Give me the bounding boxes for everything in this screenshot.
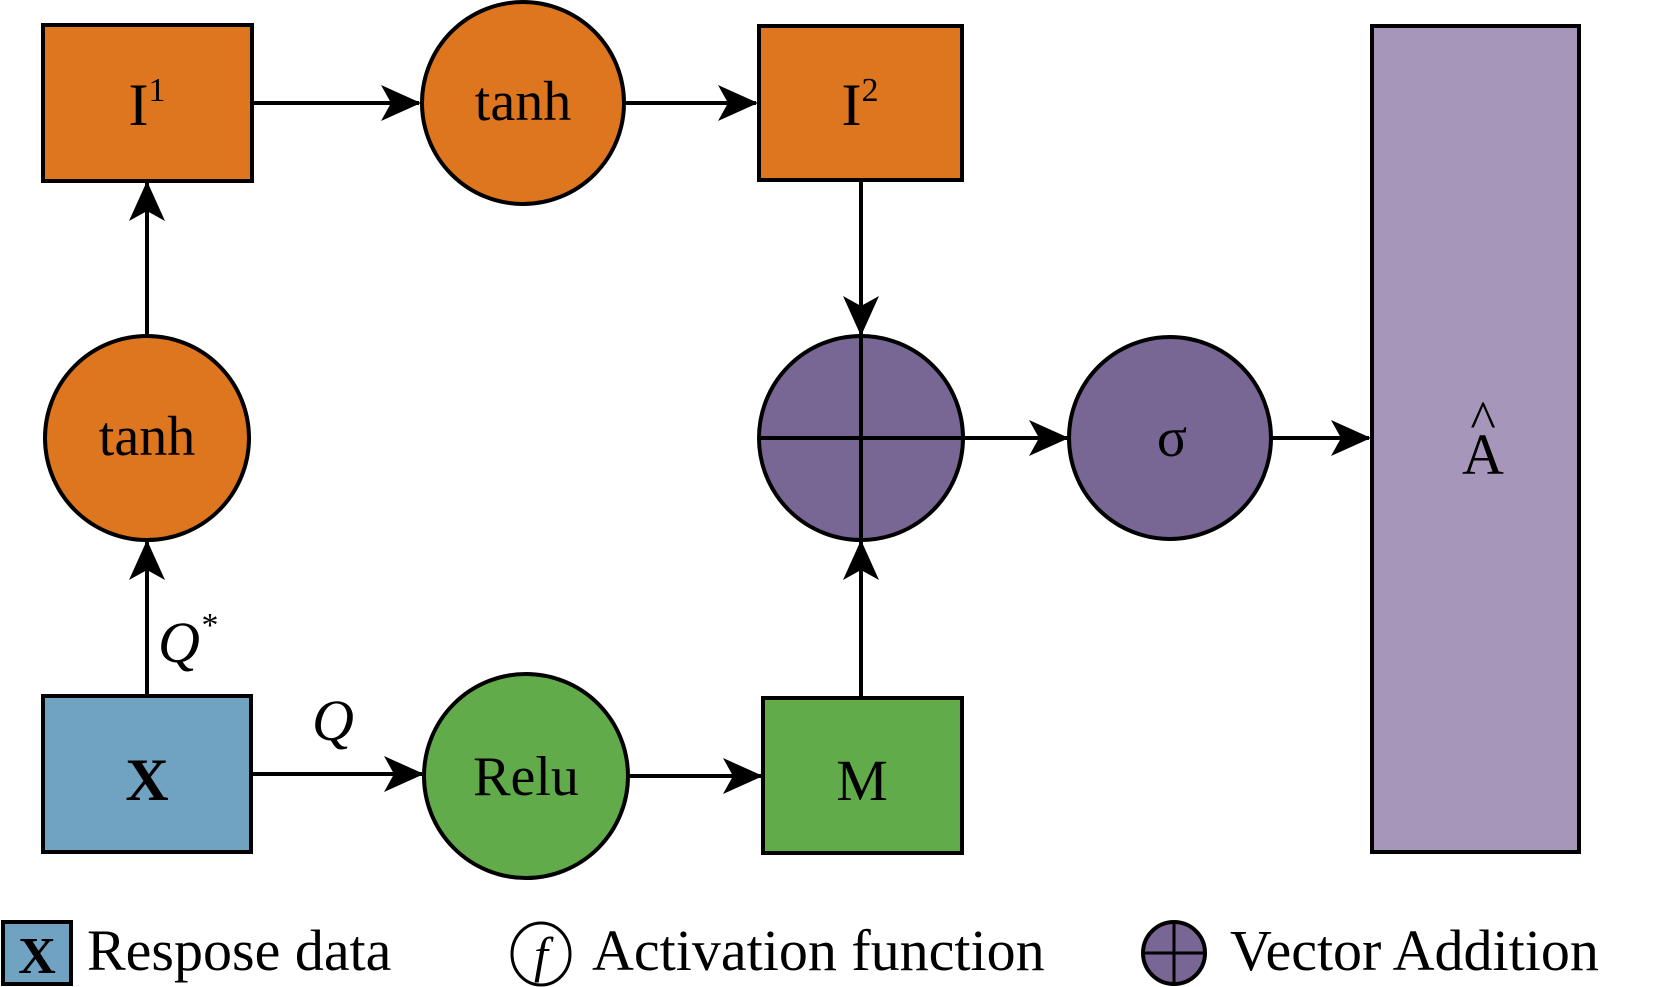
node-x-label: X bbox=[125, 747, 168, 813]
node-sigma[interactable]: σ bbox=[1067, 335, 1273, 541]
node-a-hat[interactable]: ^ A bbox=[1370, 24, 1581, 854]
legend-item-activation-function: f Activation function bbox=[510, 918, 1045, 987]
node-a-hat-box bbox=[1370, 24, 1581, 854]
node-m-label: M bbox=[836, 748, 888, 813]
node-i1[interactable]: I1 bbox=[41, 23, 254, 183]
node-tanh-top[interactable]: tanh bbox=[420, 0, 626, 206]
legend-activation-function-text: Activation function bbox=[592, 918, 1045, 983]
node-i1-label: I1 bbox=[129, 72, 166, 138]
node-relu-label: Relu bbox=[473, 746, 579, 808]
edge-label-q: Q bbox=[312, 688, 354, 753]
legend-function-symbol: f bbox=[534, 927, 554, 983]
edge-label-q-star-base: Q bbox=[158, 610, 200, 675]
node-relu[interactable]: Relu bbox=[422, 672, 630, 880]
legend-x-icon bbox=[1, 920, 73, 986]
node-i2-label-sup: 2 bbox=[861, 72, 878, 109]
legend-item-vector-addition: Vector Addition bbox=[1141, 918, 1599, 986]
node-tanh-left[interactable]: tanh bbox=[43, 334, 251, 542]
node-i2-box bbox=[757, 24, 964, 182]
edge-label-q-star-sup: * bbox=[200, 607, 217, 644]
node-tanh-top-label: tanh bbox=[475, 71, 571, 133]
node-i2-label: I2 bbox=[842, 72, 879, 138]
node-sigma-label: σ bbox=[1157, 407, 1187, 469]
node-tanh-left-circle bbox=[43, 334, 251, 542]
edge-label-q-star: Q* bbox=[158, 607, 217, 675]
node-m-box bbox=[761, 696, 964, 855]
node-a-hat-label: A bbox=[1462, 422, 1504, 487]
legend-vector-addition-text: Vector Addition bbox=[1230, 918, 1599, 983]
node-x[interactable]: X bbox=[41, 694, 253, 854]
node-i2-label-base: I bbox=[842, 72, 862, 138]
node-a-hat-accent: ^ bbox=[1470, 390, 1495, 450]
node-x-box bbox=[41, 694, 253, 854]
node-i2[interactable]: I2 bbox=[757, 24, 964, 182]
node-vector-add[interactable] bbox=[757, 334, 965, 542]
node-m[interactable]: M bbox=[761, 696, 964, 855]
legend-item-response-data: X Respose data bbox=[1, 918, 391, 986]
node-i1-box bbox=[41, 23, 254, 183]
edges bbox=[129, 85, 1371, 794]
node-i1-label-sup: 1 bbox=[148, 72, 165, 109]
node-relu-circle bbox=[422, 672, 630, 880]
node-tanh-left-label: tanh bbox=[99, 406, 195, 468]
legend-response-data-text: Respose data bbox=[87, 918, 391, 983]
node-sigma-circle bbox=[1067, 335, 1273, 541]
legend-function-icon bbox=[510, 921, 572, 987]
legend: X Respose data f Activation function Vec… bbox=[1, 918, 1599, 987]
node-i1-label-base: I bbox=[129, 72, 149, 138]
legend-x-symbol: X bbox=[18, 928, 56, 985]
node-tanh-top-circle bbox=[420, 0, 626, 206]
